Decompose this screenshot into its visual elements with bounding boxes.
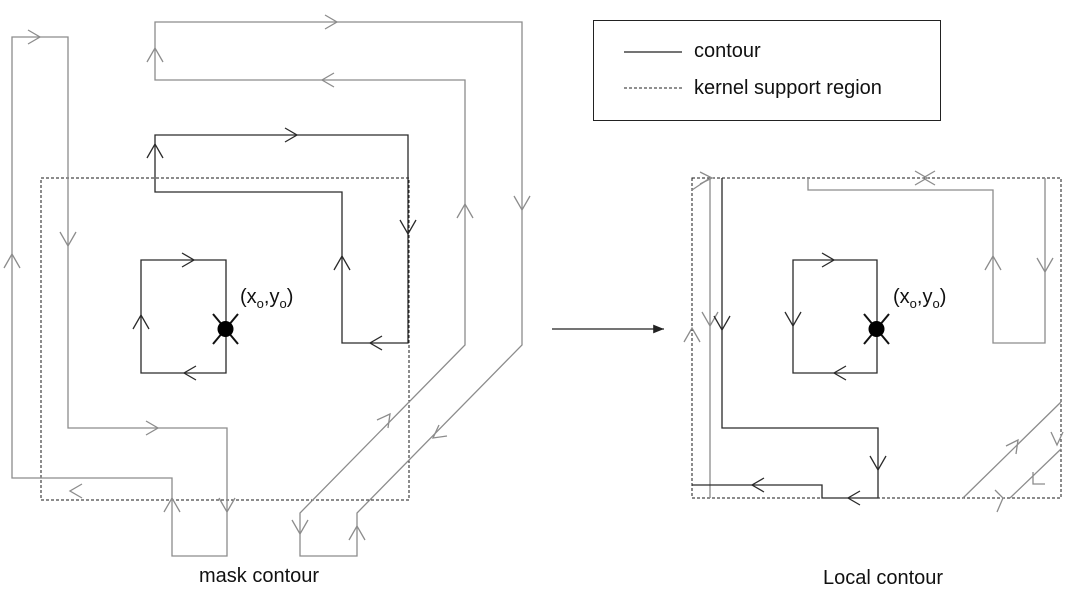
point-x-sub-left: o	[256, 296, 264, 311]
contour-arrows-right-dark	[713, 252, 887, 506]
contour-l-lower-right	[692, 178, 879, 499]
contour-inner-square-right	[792, 259, 878, 374]
contour-diagonal-right	[962, 401, 1062, 499]
right-panel	[683, 170, 1064, 513]
contour-arrows-right	[683, 170, 1064, 513]
kernel-region-right	[691, 177, 1062, 499]
contour-left-strip-right	[691, 177, 711, 498]
contour-arrows-left-dark	[132, 127, 417, 381]
contour-big-l-left	[154, 21, 523, 557]
point-y-right: y	[922, 286, 933, 308]
point-y-sub-right: o	[932, 296, 940, 311]
point-y-sub-left: o	[279, 296, 287, 311]
point-label-right: (xo,yo)	[893, 286, 947, 311]
point-label-left: (xo,yo)	[240, 286, 294, 311]
contour-arrows-left	[3, 14, 531, 541]
caption-mask-contour: mask contour	[199, 565, 320, 587]
point-x-right: x	[899, 286, 910, 308]
legend-contour-label: contour	[694, 40, 761, 62]
point-x-sub-right: o	[909, 296, 917, 311]
origin-point-left	[212, 313, 239, 345]
point-x-left: x	[246, 286, 257, 308]
origin-point-right	[863, 313, 890, 345]
contour-inner-square-left	[140, 259, 227, 374]
contour-l-shape-left	[154, 134, 409, 344]
kernel-region-left	[40, 177, 410, 501]
contour-outer-left	[11, 36, 228, 557]
contour-top-l-right	[807, 178, 1046, 344]
legend-box	[593, 20, 941, 121]
left-panel	[3, 14, 531, 557]
point-y-left: y	[269, 286, 280, 308]
legend-kernel-label: kernel support region	[694, 77, 882, 99]
caption-local-contour: Local contour	[823, 567, 944, 589]
